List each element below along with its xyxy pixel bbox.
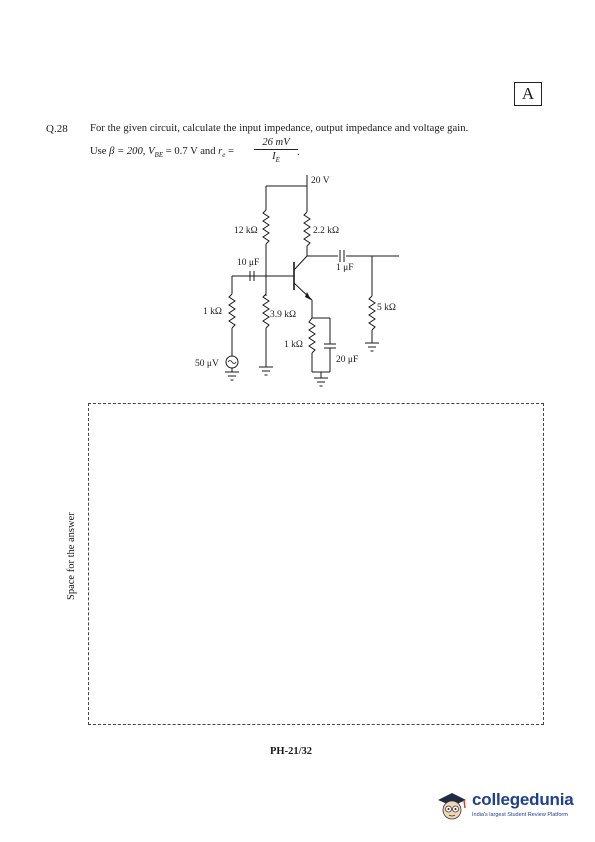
resistor-emitter-1k (308, 317, 316, 354)
sine-wave-icon (227, 360, 237, 364)
resistor-source-1k (228, 293, 236, 329)
brand-name: collegedunia (472, 790, 574, 809)
brand-tagline: India's largest Student Review Platform (472, 812, 568, 818)
re-fraction: 26 mV IE (254, 137, 298, 167)
fraction-numerator: 26 mV (254, 137, 298, 150)
resistor-2-2k (303, 211, 311, 247)
label-r-bias-bottom: 3.9 kΩ (270, 310, 296, 320)
label-supply: 20 V (311, 176, 330, 186)
vbe-symbol: V (148, 146, 155, 157)
re-symbol: r (218, 146, 223, 157)
set-code: A (521, 84, 535, 103)
label-r-bias-top: 12 kΩ (234, 226, 258, 236)
vbe-subscript: BE (154, 151, 164, 160)
given-values: Use β = 200, VBE = 0.7 V and re = (90, 146, 234, 159)
label-c-out: 1 μF (336, 263, 354, 273)
vbe-value: = 0.7 V and (165, 146, 216, 157)
label-r-source: 1 kΩ (203, 307, 222, 317)
fraction-denominator: IE (254, 150, 298, 167)
graduate-mascot-icon (438, 793, 466, 820)
ie-symbol: I (272, 151, 276, 162)
label-r-load: 5 kΩ (377, 303, 396, 313)
resistor-3-9k (262, 293, 270, 329)
question-text: For the given circuit, calculate the inp… (90, 123, 469, 134)
label-c-in: 10 μF (237, 258, 259, 268)
question-number: Q.28 (46, 123, 68, 135)
fraction-period: . (297, 147, 300, 158)
label-c-emitter: 20 μF (336, 355, 358, 365)
answer-space-box[interactable] (88, 403, 544, 725)
emitter-arrow-icon (305, 292, 311, 300)
page-code: PH-21/32 (270, 746, 312, 757)
label-r-emitter: 1 kΩ (284, 340, 303, 350)
answer-space-label: Space for the answer (66, 512, 77, 600)
transistor-collector (293, 255, 308, 271)
equals-sign: = (228, 146, 235, 157)
given-prefix: Use (90, 146, 107, 157)
re-subscript: e (222, 151, 226, 160)
ie-subscript: E (275, 156, 280, 165)
brand-logo[interactable]: collegedunia India's largest Student Rev… (434, 786, 574, 826)
set-code-box: A (514, 82, 542, 106)
label-source: 50 μV (195, 359, 219, 369)
resistor-12k (262, 209, 270, 245)
label-r-collector: 2.2 kΩ (313, 226, 339, 236)
beta-value: β = 200, (109, 146, 146, 157)
resistor-5k (368, 295, 376, 331)
